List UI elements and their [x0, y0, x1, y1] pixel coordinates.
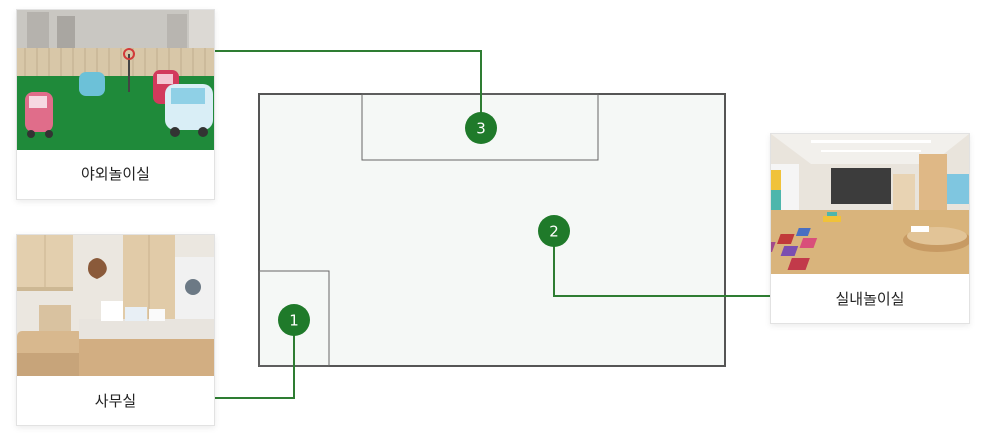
connector-outdoor [215, 50, 482, 128]
room-card-office[interactable]: 사무실 [16, 234, 215, 426]
marker-indoor[interactable]: 2 [538, 215, 570, 247]
room-card-indoor[interactable]: 실내놀이실 [770, 133, 970, 324]
outdoor-play-room-label: 야외놀이실 [80, 165, 150, 183]
office-photo [17, 235, 214, 376]
outdoor-play-room-photo [17, 10, 214, 150]
marker-indoor-number: 2 [549, 223, 559, 241]
room-card-outdoor[interactable]: 야외놀이실 [16, 9, 215, 200]
connector-indoor [553, 232, 770, 297]
connector-office [215, 321, 295, 399]
marker-outdoor[interactable]: 3 [465, 112, 497, 144]
indoor-play-room-label: 실내놀이실 [835, 290, 905, 308]
marker-outdoor-number: 3 [476, 120, 486, 138]
indoor-play-room-photo [771, 134, 969, 274]
marker-office-number: 1 [289, 312, 299, 330]
marker-office[interactable]: 1 [278, 304, 310, 336]
office-label: 사무실 [94, 392, 137, 410]
